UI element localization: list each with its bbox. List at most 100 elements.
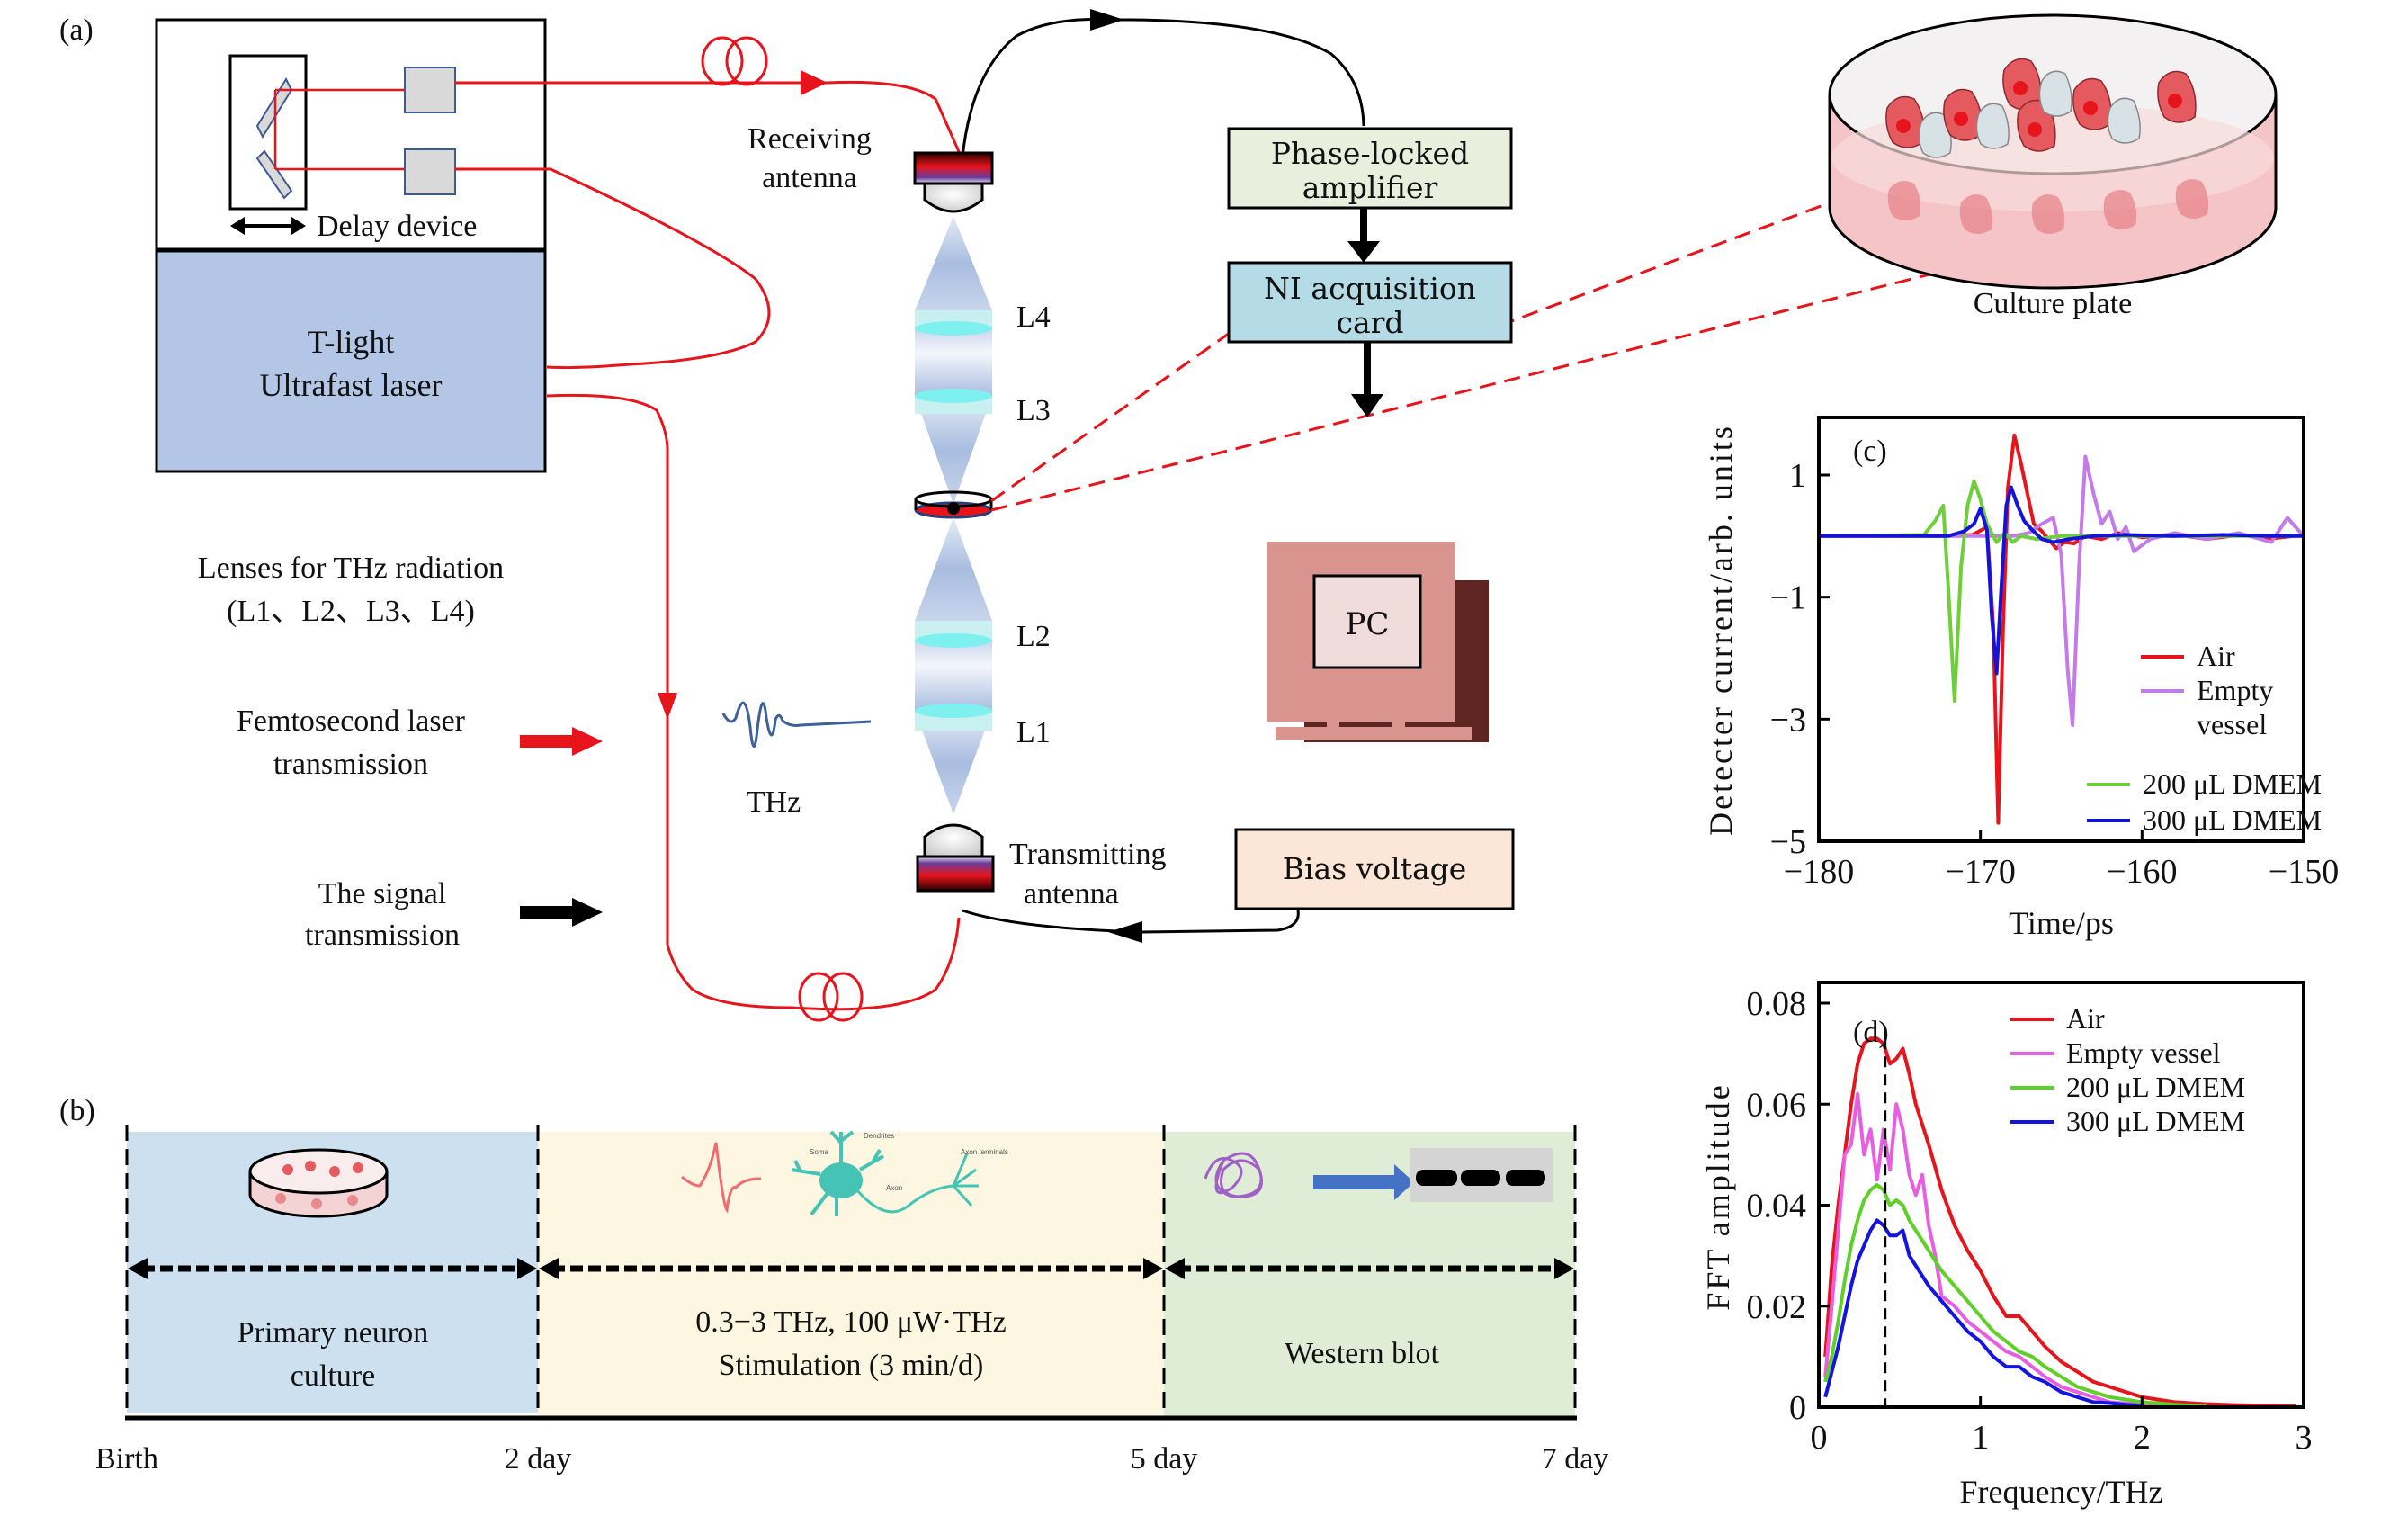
plot-frame bbox=[1817, 416, 2305, 843]
series-line-200-l-dmem bbox=[1823, 1183, 2207, 1408]
panel-label-b: (b) bbox=[59, 1094, 95, 1127]
y-tick-label: 0.08 bbox=[1747, 985, 1807, 1023]
receiving-antenna-label-line1: Receiving bbox=[747, 122, 872, 156]
legend-label: Air bbox=[2197, 640, 2235, 672]
series-line-air bbox=[1819, 433, 2305, 825]
pc-computer: PC bbox=[1267, 542, 1489, 742]
thz-label: THz bbox=[747, 785, 801, 819]
lens-label-l3: L3 bbox=[1016, 394, 1051, 427]
x-tick-label: 0 bbox=[1811, 1419, 1828, 1457]
lens-label-l2: L2 bbox=[1016, 620, 1051, 653]
y-tick-label: −5 bbox=[1770, 823, 1806, 861]
timeline-tick-2-day: 2 day bbox=[505, 1442, 572, 1476]
x-tick-label: −160 bbox=[2107, 853, 2177, 891]
annotation-axon-terminals: Axon terminals bbox=[961, 1148, 1008, 1156]
legend-label: 300 μL DMEM bbox=[2143, 803, 2322, 836]
panel-label-c: (c) bbox=[1853, 435, 1887, 468]
culture-plate-label: Culture plate bbox=[1974, 287, 2133, 320]
legend-label: Air bbox=[2066, 1002, 2105, 1035]
timeline-tick-7-day: 7 day bbox=[1542, 1442, 1609, 1476]
legend-label: Empty bbox=[2197, 674, 2273, 706]
x-tick-label: −170 bbox=[1945, 853, 2015, 891]
receiving-antenna-label-line2: antenna bbox=[762, 161, 857, 194]
thz-waveform-icon bbox=[721, 701, 872, 748]
phase-dividers bbox=[125, 1125, 1577, 1420]
legend-signal-line2: transmission bbox=[305, 919, 460, 952]
annotation-soma: Soma bbox=[810, 1148, 828, 1156]
legend-label: Empty vessel bbox=[2066, 1036, 2221, 1069]
bias-voltage-label: Bias voltage bbox=[1283, 851, 1467, 886]
y-tick-label: 0 bbox=[1789, 1389, 1806, 1427]
series-line-200-l-dmem bbox=[1818, 479, 2304, 703]
timeline-tick-5-day: 5 day bbox=[1131, 1442, 1198, 1476]
laser-source-unit: Delay device T-light Ultrafast laser bbox=[155, 18, 547, 473]
transmitting-antenna-label-line2: antenna bbox=[1024, 877, 1119, 910]
double-arrow-icon bbox=[230, 217, 306, 235]
phase-label-culture-line1: Primary neuron bbox=[237, 1316, 428, 1350]
series-line-300-l-dmem bbox=[1823, 1218, 2143, 1408]
lens-label-l4: L4 bbox=[1016, 301, 1051, 334]
laser-label-line1: T-light bbox=[308, 324, 395, 360]
annotation-axon: Axon bbox=[886, 1184, 902, 1192]
fiber-arrow-icon bbox=[801, 70, 828, 95]
y-tick-label: 0.04 bbox=[1747, 1188, 1807, 1225]
fiber-arrow-down-icon bbox=[658, 693, 677, 720]
signal-arrow-icon bbox=[1090, 9, 1124, 31]
delay-device-label: Delay device bbox=[317, 210, 477, 243]
legend-femto-line2: transmission bbox=[273, 748, 428, 781]
cell-cluster bbox=[1885, 58, 2209, 234]
delay-device-box bbox=[155, 18, 547, 252]
y-tick-label: 1 bbox=[1789, 457, 1806, 495]
signal-arrow-left-icon bbox=[1108, 921, 1142, 943]
legend-femto-line1: Femtosecond laser bbox=[237, 704, 466, 738]
ni-card-label-line1: NI acquisition bbox=[1264, 271, 1476, 306]
arrow-ni-to-pc bbox=[1351, 342, 1383, 417]
panel-b: (b) bbox=[59, 1094, 1608, 1476]
panel-a: (a) Delay device T-light Ultrafast lase bbox=[59, 9, 2278, 1022]
x-tick-label: 3 bbox=[2296, 1419, 2313, 1457]
legend-lenses-line1: Lenses for THz radiation bbox=[198, 552, 504, 585]
series-line-empty-vessel bbox=[1823, 1092, 2175, 1408]
panel-label-d: (d) bbox=[1853, 1016, 1889, 1049]
western-blot-image bbox=[1410, 1148, 1553, 1202]
legend-label: 200 μL DMEM bbox=[2066, 1071, 2245, 1103]
y-axis-label: Detecter current/arb. units bbox=[1703, 424, 1739, 836]
panel-label-a: (a) bbox=[59, 13, 94, 47]
legend-label: 200 μL DMEM bbox=[2143, 767, 2322, 800]
x-tick-label: −180 bbox=[1784, 853, 1854, 891]
series-line-300-l-dmem bbox=[1819, 485, 2304, 676]
laser-label-line2: Ultrafast laser bbox=[260, 367, 443, 403]
amplifier-label-line2: amplifier bbox=[1302, 170, 1438, 205]
phase-label-western-blot: Western blot bbox=[1285, 1337, 1439, 1370]
bias-voltage: Bias voltage bbox=[1234, 828, 1515, 910]
neuron-icon bbox=[791, 1130, 979, 1216]
transmitting-antenna-label-line1: Transmitting bbox=[1009, 838, 1166, 871]
legend-label: vessel bbox=[2197, 708, 2267, 740]
legend-label: 300 μL DMEM bbox=[2066, 1105, 2245, 1137]
pc-label: PC bbox=[1346, 606, 1390, 642]
y-tick-label: 0.06 bbox=[1747, 1086, 1807, 1124]
y-tick-label: 0.02 bbox=[1747, 1288, 1807, 1326]
annotation-dendrites: Dendrites bbox=[864, 1132, 894, 1140]
legend-lenses-line2: (L1、L2、L3、L4) bbox=[227, 595, 475, 628]
mirror-bottom bbox=[255, 149, 293, 200]
laser-fibers bbox=[455, 36, 964, 1022]
culture-plate-illustration: Culture plate bbox=[1828, 13, 2278, 320]
plot-frame bbox=[1817, 981, 2305, 1409]
lens-label-l1: L1 bbox=[1016, 716, 1051, 749]
neuron-annotations: Dendrites Soma Axon Axon terminals bbox=[810, 1132, 1008, 1192]
amplifier-label-line1: Phase-locked bbox=[1271, 136, 1469, 171]
arrow-amp-to-ni bbox=[1347, 208, 1380, 263]
phase-label-culture-line2: culture bbox=[291, 1359, 375, 1393]
transmitting-antenna: Transmitting antenna bbox=[916, 823, 1166, 910]
timeline-tick-birth: Birth bbox=[95, 1442, 158, 1476]
protein-tangle-icon bbox=[1204, 1152, 1263, 1198]
pc-screen bbox=[1312, 574, 1422, 669]
phase-label-stim-line1: 0.3−3 THz, 100 μW·THz bbox=[695, 1305, 1007, 1339]
x-tick-label: 2 bbox=[2134, 1419, 2151, 1457]
x-tick-label: −150 bbox=[2269, 853, 2339, 891]
